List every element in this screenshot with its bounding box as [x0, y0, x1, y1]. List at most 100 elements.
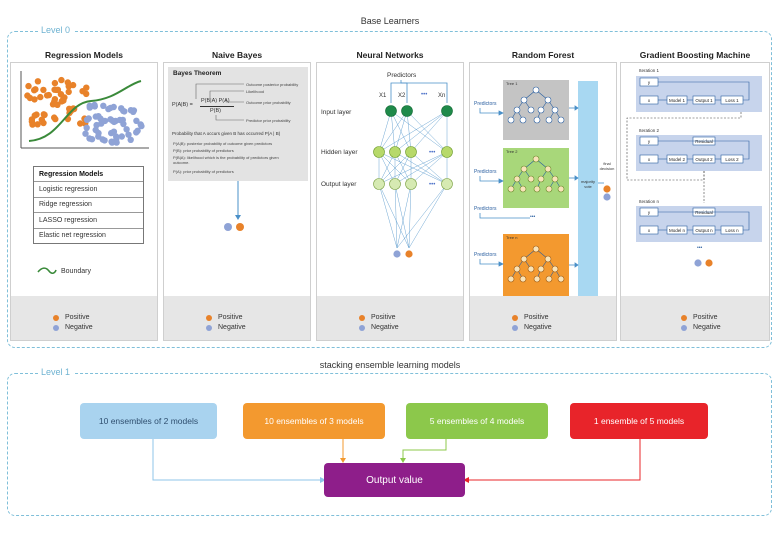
random-forest-graph: [479, 80, 611, 296]
level-0-label: Level 0: [38, 25, 74, 35]
legend-positive: Positive: [359, 314, 396, 321]
tree-node: [557, 185, 565, 193]
tree-node: [519, 275, 527, 283]
rf-tree-2-label: Tree 2: [506, 149, 518, 154]
negative-point: [88, 136, 96, 143]
bayes-def-3: P(B|A): likelihood which is the probabil…: [173, 155, 279, 165]
bayes-theorem-title: Bayes Theorem: [173, 70, 222, 77]
y-label: y: [648, 139, 651, 144]
legend-negative: Negative: [206, 324, 246, 331]
legend-positive: Positive: [681, 314, 718, 321]
hidden-node: [441, 146, 453, 158]
neural-networks-title: Neural Networks: [356, 50, 424, 60]
negative-point: [86, 104, 94, 111]
ann-predictor-prior: Predictor prior probability: [246, 118, 291, 123]
tree-node: [533, 185, 541, 193]
positive-point: [34, 78, 42, 85]
legend-positive-label: Positive: [524, 314, 549, 321]
gbm-title: Gradient Boosting Machine: [639, 50, 751, 60]
rf-negative-output-dot: [603, 193, 611, 201]
positive-point: [31, 112, 38, 119]
negative-point: [137, 121, 144, 128]
level-0-frame: [7, 31, 772, 348]
tree-node: [551, 265, 559, 273]
positive-point: [53, 86, 60, 94]
legend-positive-label: Positive: [693, 314, 718, 321]
nn-hidden-layer-label: Hidden layer: [321, 149, 358, 156]
tree-node: [507, 185, 515, 193]
tree-n-box: [503, 234, 569, 296]
positive-point: [79, 88, 86, 95]
positive-point: [25, 82, 32, 90]
tree-node: [507, 275, 515, 283]
output-node: [405, 178, 417, 190]
positive-point: [58, 76, 65, 84]
neural-legend-area: [317, 296, 463, 340]
legend-negative: Negative: [512, 324, 552, 331]
negative-point: [82, 130, 89, 137]
negative-dot-icon: [681, 324, 687, 331]
level-1-label: Level 1: [38, 367, 74, 377]
legend-positive-label: Positive: [371, 314, 396, 321]
neural-networks-panel: Predictors X1 X2 ••• Xn Input layer Hidd…: [316, 62, 464, 341]
level-1-frame: [7, 373, 772, 516]
negative-dot-icon: [206, 324, 212, 331]
negative-point: [116, 116, 124, 124]
hidden-node: [373, 146, 385, 158]
tree-node: [519, 185, 527, 193]
rf-tree-1-label: Tree 1: [506, 81, 518, 86]
output-node: [373, 178, 385, 190]
regression-item: Logistic regression: [34, 181, 143, 197]
tree-node: [537, 106, 545, 114]
tree-node: [544, 96, 552, 104]
negative-point: [101, 117, 109, 125]
bayes-statement: Probability that A occurs given B has oc…: [172, 131, 281, 136]
negative-point: [110, 118, 118, 126]
nn-x2-label: X2: [398, 93, 406, 99]
negative-point: [108, 139, 116, 146]
forest-legend-area: [470, 296, 616, 340]
x-label: x: [648, 228, 651, 233]
model-label: Model 2: [669, 157, 686, 162]
rf-positive-output-dot: [603, 185, 611, 193]
positive-point: [37, 93, 44, 101]
tree-node: [544, 165, 552, 173]
bayes-def-2: P(B): prior probability of predictors: [173, 148, 234, 153]
tree-node: [544, 255, 552, 263]
negative-dot-icon: [359, 324, 365, 331]
positive-point: [29, 121, 36, 128]
positive-dot-icon: [359, 314, 365, 321]
tree-node: [520, 96, 528, 104]
negative-output-dot: [224, 223, 232, 231]
regression-table-header: Regression Models: [39, 170, 104, 178]
majority-vote-bar: [578, 81, 598, 296]
negative-point: [130, 108, 137, 115]
rf-predictors-4: Predictors: [474, 252, 497, 258]
positive-point: [43, 92, 51, 99]
regression-legend-area: [11, 296, 157, 340]
negative-dot-icon: [53, 324, 59, 331]
nn-dots-label: •••: [421, 92, 428, 98]
tree-node: [545, 116, 553, 124]
negative-point: [121, 108, 128, 115]
output-node: [441, 178, 453, 190]
tree-node: [527, 265, 535, 273]
tree-node: [527, 106, 535, 114]
positive-point: [52, 115, 59, 123]
tree-node: [557, 116, 565, 124]
tree-node: [557, 275, 565, 283]
tree-node: [545, 275, 553, 283]
ensemble-5-models: 1 ensemble of 5 models: [570, 403, 708, 439]
tree-node: [527, 175, 535, 183]
layer-dots: •••: [429, 150, 435, 156]
nn-xn-label: Xn: [438, 93, 446, 99]
gbm-positive-output-dot: [705, 259, 713, 267]
gbm-dots: •••: [697, 245, 703, 251]
nn-negative-output-dot: [393, 250, 401, 258]
ensemble-3-models: 10 ensembles of 3 models: [243, 403, 385, 439]
negative-point: [83, 124, 90, 131]
random-forest-title: Random Forest: [511, 50, 575, 60]
y-label: y: [648, 210, 651, 215]
legend-negative-label: Negative: [524, 324, 552, 331]
